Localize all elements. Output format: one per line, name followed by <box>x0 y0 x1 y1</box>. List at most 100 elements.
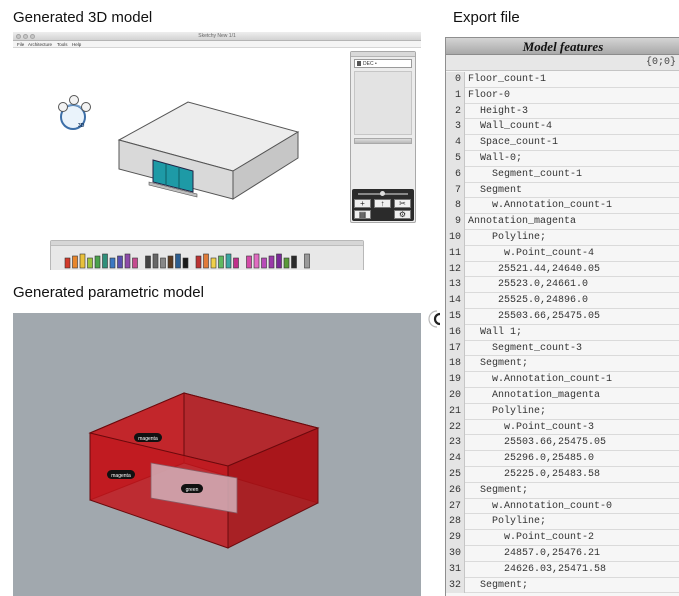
tool-panel-scrollbar[interactable] <box>354 138 412 144</box>
window-title: Sketchy New 1/1 <box>198 33 236 39</box>
feature-row-index: 8 <box>446 198 465 215</box>
menu-file[interactable]: File <box>17 42 25 47</box>
feature-row-index: 19 <box>446 372 465 388</box>
feature-row-text: w.Point_count-3 <box>468 421 595 433</box>
feature-row[interactable]: 14 25525.0,24896.0 <box>446 293 679 309</box>
gizmo-label: 3D <box>78 123 85 129</box>
settings-button[interactable]: ⚙ <box>394 210 411 219</box>
feature-row-index: 11 <box>446 245 465 262</box>
feature-row-text: Annotation_magenta <box>468 390 601 401</box>
layer-selector[interactable]: DEC • <box>354 59 412 68</box>
feature-row-text: 25296.0,25485.0 <box>468 453 595 465</box>
feature-row-index: 27 <box>446 498 465 515</box>
building-model[interactable] <box>117 101 300 200</box>
feature-row-text: Segment_count-1 <box>468 168 583 180</box>
feature-row-text: 24857.0,25476.21 <box>468 548 601 559</box>
feature-row[interactable]: 3 Wall_count-4 <box>446 119 679 136</box>
layer-selector-label: DEC • <box>363 61 377 67</box>
feature-row[interactable]: 22 w.Point_count-3 <box>446 419 679 436</box>
feature-row[interactable]: 24 25296.0,25485.0 <box>446 451 679 467</box>
close-window-button[interactable] <box>16 34 21 39</box>
model-features-title: Model features <box>522 39 604 54</box>
size-slider-knob[interactable] <box>380 191 385 196</box>
menu-help[interactable]: Help <box>72 42 82 47</box>
annotation-tag[interactable]: green <box>181 484 203 493</box>
annotation-tag[interactable]: magenta <box>107 470 135 479</box>
feature-row[interactable]: 4 Space_count-1 <box>446 135 679 151</box>
feature-row[interactable]: 28 Polyline; <box>446 514 679 531</box>
feature-row[interactable]: 29 w.Point_count-2 <box>446 530 679 546</box>
tool-controls: + ↑ ✂ ▦ ⚙ <box>352 189 414 221</box>
feature-row-text: 25523.0,24661.0 <box>468 279 589 291</box>
feature-row[interactable]: 30 24857.0,25476.21 <box>446 546 679 562</box>
feature-row-index: 12 <box>446 261 465 278</box>
annotation-tag[interactable]: magenta <box>134 433 162 442</box>
feature-row[interactable]: 27 w.Annotation_count-0 <box>446 498 679 515</box>
feature-row[interactable]: 16 Wall 1; <box>446 324 679 341</box>
zoom-window-button[interactable] <box>30 34 35 39</box>
feature-row[interactable]: 20 Annotation_magenta <box>446 388 679 404</box>
feature-row[interactable]: 19 w.Annotation_count-1 <box>446 372 679 388</box>
annotation-tag-label: green <box>186 487 199 493</box>
feature-row[interactable]: 11 w.Point_count-4 <box>446 245 679 262</box>
feature-row[interactable]: 10 Polyline; <box>446 230 679 246</box>
navigation-gizmo-icon[interactable]: 3D <box>58 95 91 130</box>
feature-row-index: 3 <box>446 119 465 136</box>
feature-row[interactable]: 25 25225.0,25483.58 <box>446 467 679 483</box>
feature-row[interactable]: 6 Segment_count-1 <box>446 166 679 183</box>
feature-row-index: 22 <box>446 419 465 436</box>
feature-row[interactable]: 7 Segment <box>446 182 679 199</box>
feature-row[interactable]: 23 25503.66,25475.05 <box>446 435 679 452</box>
feature-row[interactable]: 5 Wall-0; <box>446 151 679 167</box>
feature-row-index: 31 <box>446 561 465 578</box>
export-panel-path-bar: {0;0} <box>446 55 679 71</box>
feature-row-text: w.Point_count-2 <box>468 532 595 544</box>
feature-row-text: Polyline; <box>468 232 547 243</box>
feature-row-index: 18 <box>446 356 465 373</box>
right-wall <box>227 427 319 549</box>
feature-row-text: Space_count-1 <box>468 137 559 149</box>
minimize-window-button[interactable] <box>23 34 28 39</box>
3d-viewport[interactable]: 3D <box>13 48 421 270</box>
window-titlebar: Sketchy New 1/1 <box>13 32 421 41</box>
feature-row[interactable]: 8 w.Annotation_count-1 <box>446 198 679 215</box>
feature-row-text: Height-3 <box>468 105 529 117</box>
tool-panel-body <box>354 71 412 135</box>
menu-architecture[interactable]: Architecture <box>28 42 53 47</box>
feature-row-index: 26 <box>446 482 465 499</box>
feature-row[interactable]: 12 25521.44,24640.05 <box>446 261 679 278</box>
feature-row[interactable]: 18 Segment; <box>446 356 679 373</box>
feature-row[interactable]: 21 Polyline; <box>446 403 679 420</box>
marker-palette-titlebar <box>51 241 363 246</box>
menu-tools[interactable]: Tools <box>57 42 68 47</box>
feature-row-index: 7 <box>446 182 465 199</box>
feature-row-text: w.Annotation_count-1 <box>468 200 613 212</box>
parametric-viewport[interactable]: magenta magenta green <box>13 313 421 596</box>
feature-row[interactable]: 2 Height-3 <box>446 103 679 120</box>
feature-row-text: Segment <box>468 184 523 196</box>
cut-button[interactable]: ✂ <box>394 199 411 208</box>
feature-row[interactable]: 13 25523.0,24661.0 <box>446 277 679 294</box>
feature-row[interactable]: 32 Segment; <box>446 577 679 594</box>
feature-row[interactable]: 26 Segment; <box>446 482 679 499</box>
annotation-tag-label: magenta <box>111 473 131 479</box>
feature-row-index: 23 <box>446 435 465 452</box>
feature-row-text: 25503.66,25475.05 <box>468 437 607 449</box>
export-panel-header: Model features <box>446 38 679 55</box>
feature-row[interactable]: 17 Segment_count-3 <box>446 340 679 357</box>
feature-row-text: 24626.03,25471.58 <box>468 563 607 575</box>
menu-bar: File Architecture Tools Help <box>13 41 421 48</box>
feature-row[interactable]: 15 25503.66,25475.05 <box>446 309 679 325</box>
generated-parametric-model-heading: Generated parametric model <box>13 284 204 301</box>
feature-row-index: 6 <box>446 166 465 183</box>
up-button[interactable]: ↑ <box>374 199 391 208</box>
feature-row-text: 25525.0,24896.0 <box>468 295 589 307</box>
feature-row[interactable]: 31 24626.03,25471.58 <box>446 561 679 578</box>
marker-tools[interactable] <box>51 246 365 270</box>
grid-button[interactable]: ▦ <box>354 210 371 219</box>
add-button[interactable]: + <box>354 199 371 208</box>
